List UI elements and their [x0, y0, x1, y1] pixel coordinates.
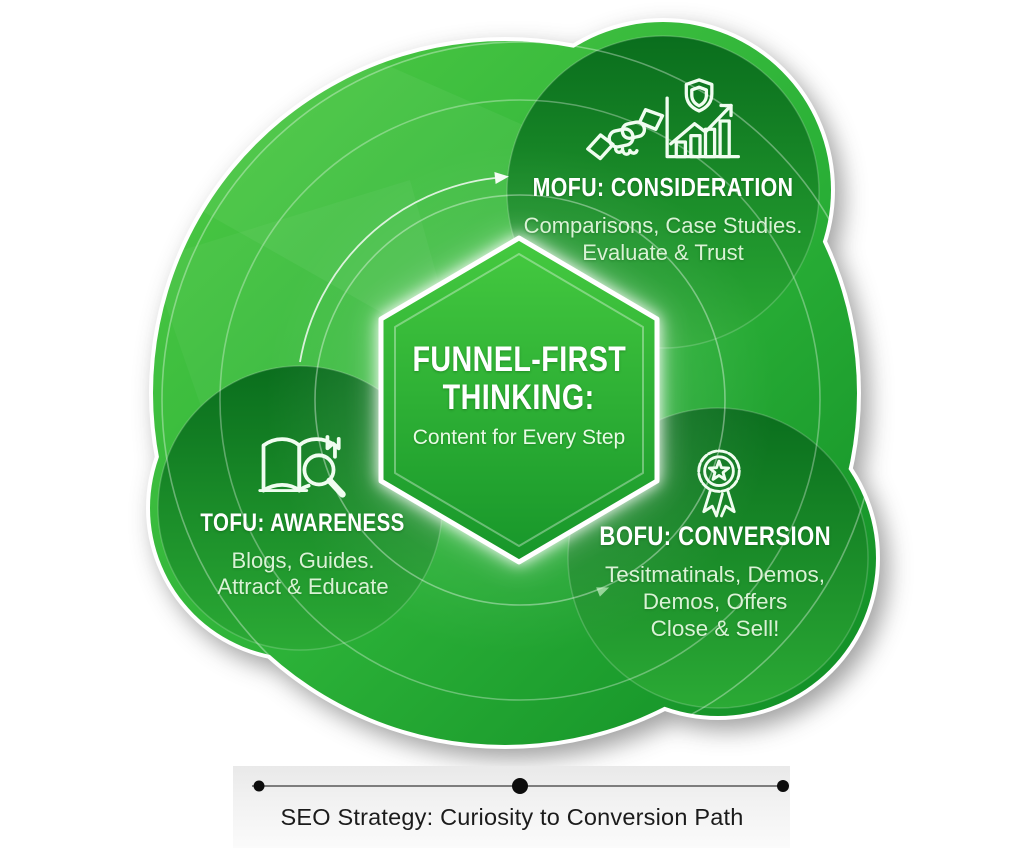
bofu-description-line3: Close & Sell! [650, 616, 780, 641]
center-hexagon-inner-line [394, 253, 644, 547]
caption-timeline [252, 778, 789, 794]
timeline-dot-left [253, 780, 265, 792]
caption-title: SEO Strategy: Curiosity to Conversion Pa… [280, 804, 744, 830]
timeline-dot-right [777, 780, 789, 792]
mofu-description-line2: Evaluate & Trust [582, 240, 744, 265]
bofu-description-line1: Tesitmatinals, Demos, [604, 562, 826, 587]
award-ribbon-icon [697, 449, 741, 518]
tofu-stage-label: TOFU: AWARENESS Blogs, Guides. Attract &… [143, 509, 463, 600]
tofu-description: Blogs, Guides. Attract & Educate [143, 548, 463, 600]
tofu-description-line1: Blogs, Guides. [231, 548, 375, 573]
mofu-description-line1: Comparisons, Case Studies. [523, 213, 803, 238]
bofu-stage-label: BOFU: CONVERSION Tesitmatinals, Demos, D… [535, 521, 895, 642]
mofu-description: Comparisons, Case Studies. Evaluate & Tr… [463, 212, 863, 266]
mofu-stage-label: MOFU: CONSIDERATION Comparisons, Case St… [463, 172, 863, 266]
handshake-icon [586, 108, 665, 161]
bofu-description-line2: Demos, Offers [642, 589, 788, 614]
orbit-ring [161, 41, 876, 745]
hexagon-subtitle: Content for Every Step [412, 426, 626, 449]
orbit-ring [219, 99, 821, 701]
bofu-heading: BOFU: CONVERSION [599, 521, 831, 551]
book-search-icon [258, 435, 346, 498]
center-hexagon [378, 235, 660, 565]
bofu-description: Tesitmatinals, Demos, Demos, Offers Clos… [535, 561, 895, 642]
timeline-dot-middle [512, 778, 528, 794]
hexagon-center-label: FUNNEL-FIRST THINKING: Content for Every… [349, 341, 689, 450]
caption-background-band [233, 766, 790, 848]
hexagon-title-line2: THINKING: [443, 378, 595, 417]
mofu-heading: MOFU: CONSIDERATION [532, 172, 794, 202]
hexagon-title-line1: FUNNEL-FIRST [412, 340, 626, 379]
tofu-description-line2: Attract & Educate [217, 574, 389, 599]
tofu-heading: TOFU: AWARENESS [200, 509, 406, 537]
shield-growth-chart-icon [665, 78, 740, 159]
